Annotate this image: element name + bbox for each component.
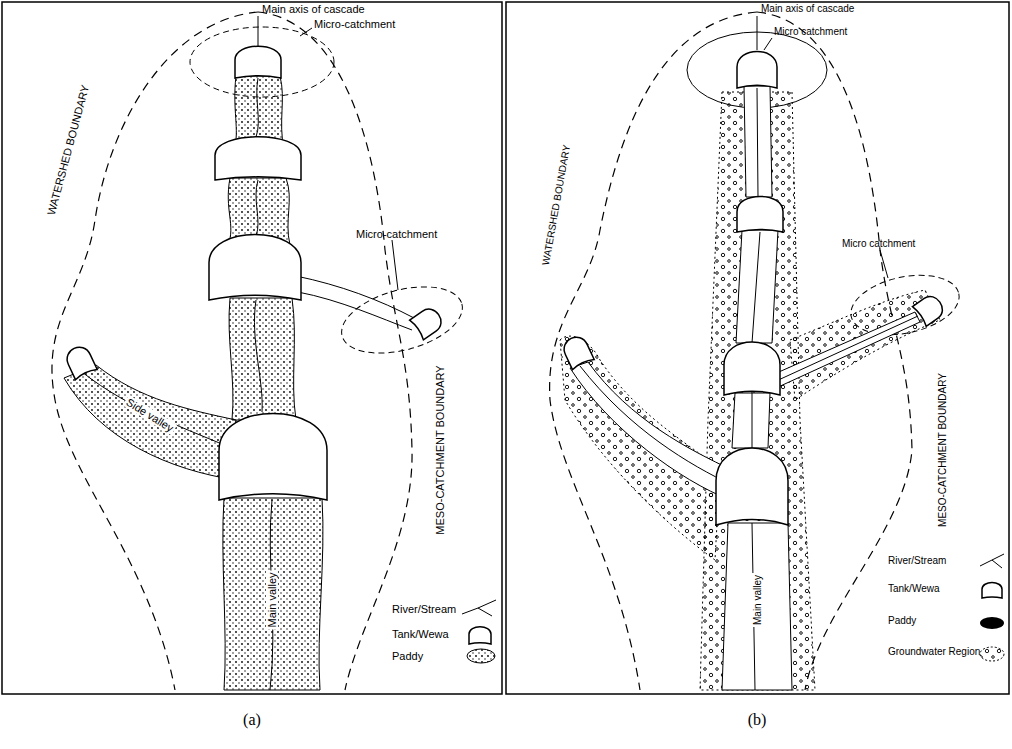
panel-frame [506,2,1009,694]
tank-symbol [982,583,1002,598]
stream-line [82,372,236,450]
region-label: Main axis of cascade [262,3,365,15]
legend-text: River/Stream [888,555,946,566]
leader-line [392,240,398,290]
tank-symbol [215,137,301,180]
region-label: Main axis of cascade [761,3,854,14]
micro-catchment-outline [334,275,469,365]
tank-symbol [469,627,491,644]
region-label: Micro catchment [774,26,847,37]
legend-text: River/Stream [392,603,456,615]
panel-caption: (a) [243,711,261,729]
tank-symbol [63,343,97,379]
stream-line [296,276,414,318]
axis-line [757,16,758,50]
tank-symbol [219,413,327,500]
legend-text: Groundwater Region [888,646,980,657]
leader-line [880,250,888,278]
region-label: Micro-catchment [314,18,395,30]
stream-line [254,300,262,412]
paddy-strip [223,498,323,690]
legend-text: Tank/Wewa [392,628,449,640]
legend-text: Paddy [392,650,423,662]
region-label: Micro catchment [842,238,915,249]
leader-line [764,38,772,50]
boundary-label: MESO-CATCHMENT BOUNDARY [937,373,948,527]
legend-symbol [980,647,1004,661]
tank-symbol [235,46,281,78]
boundary-label: Main valley [752,573,763,627]
legend-symbol [467,649,495,663]
tank-symbol [410,305,446,340]
stream-line [256,180,258,236]
boundary-label: WATERSHED BOUNDARY [540,144,572,266]
paddy-strip [736,230,778,343]
axis-line [258,16,259,46]
panel-a-drawing [52,12,496,690]
panel-frame [2,2,502,694]
legend-text: Paddy [888,615,916,626]
legend-symbol [980,617,1004,629]
legend-symbol [980,554,1004,568]
leader-line [300,28,312,36]
stream-line [298,292,412,330]
region-label: Micro-catchment [356,228,437,240]
micro-catchment-outline [845,266,964,344]
panel-b-drawing [550,12,1004,690]
paddy-strip [229,298,296,420]
tank-symbol [724,342,780,395]
tank-symbol [737,196,783,232]
paddy-strip [722,523,792,690]
boundary-label: Main valley [266,570,278,629]
tank-symbol [560,333,594,369]
legend-symbol [462,600,496,616]
tank-symbols [63,46,1002,644]
tank-symbol [737,51,777,88]
stream-line [256,78,258,137]
boundary-label: WATERSHED BOUNDARY [45,84,91,217]
paddy-strip [64,365,236,480]
tank-symbol [912,292,946,326]
paddy-strip [772,312,920,388]
tank-symbol [209,235,301,300]
boundary-label: MESO-CATCHMENT BOUNDARY [434,365,446,534]
tank-symbol [716,448,788,525]
panel-caption: (b) [748,711,767,729]
stream-line [580,88,918,690]
region-label: Side valley [123,395,178,436]
legend-text: Tank/Wewa [888,583,940,594]
paddy-strip [732,393,770,448]
